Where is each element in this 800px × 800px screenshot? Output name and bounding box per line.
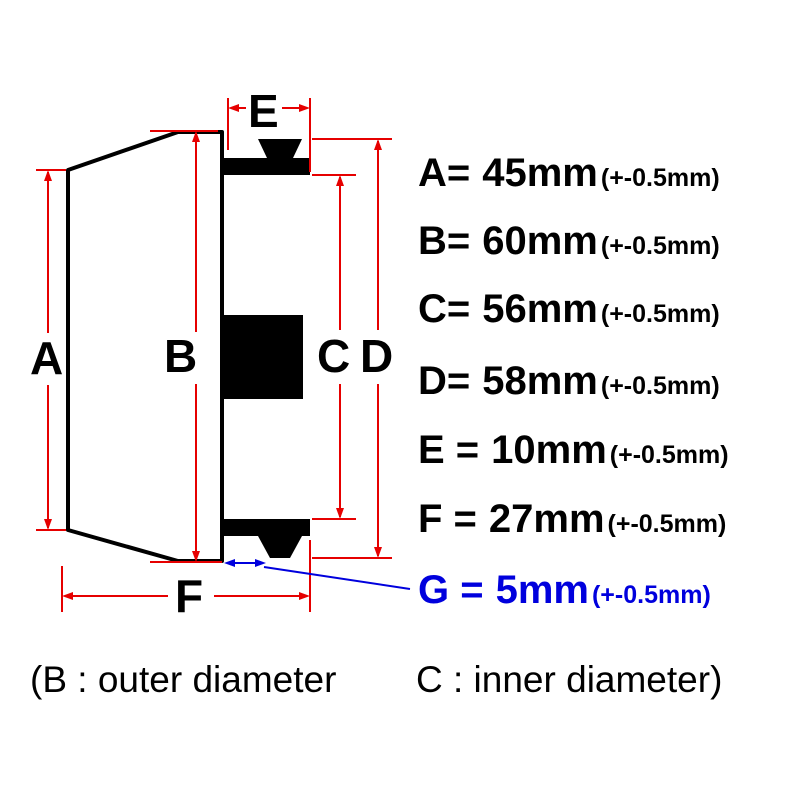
drawing-label-a: A	[30, 332, 64, 384]
dimension-letter: D=	[418, 359, 471, 403]
cap-outline	[66, 130, 224, 563]
top-tab-bar	[222, 158, 310, 175]
dimension-value: 45mm	[482, 151, 598, 195]
dimension-line-e	[227, 98, 311, 172]
retention-tabs	[222, 139, 310, 558]
dimension-letter: C=	[418, 287, 471, 331]
dimension-letter: F =	[418, 497, 477, 541]
dimension-line-d	[312, 138, 392, 559]
drawing-label-c: C	[317, 330, 351, 382]
dimension-value: 58mm	[482, 359, 598, 403]
dimension-letter: A=	[418, 151, 471, 195]
dimension-value: 27mm	[488, 497, 605, 541]
dimension-row-f: F = 27mm (+-0.5mm)	[418, 499, 726, 539]
drawing-label-b: B	[164, 330, 198, 382]
dimension-line-a	[36, 169, 66, 531]
dimension-line-b	[150, 130, 222, 563]
dimension-tolerance: (+-0.5mm)	[600, 300, 720, 328]
dimension-tolerance: (+-0.5mm)	[600, 372, 720, 400]
dimension-line-f	[61, 540, 311, 612]
dimension-row-c: C= 56mm (+-0.5mm)	[418, 289, 720, 329]
dimension-row-g: G = 5mm (+-0.5mm)	[418, 570, 711, 610]
dimension-value: 10mm	[491, 428, 607, 472]
dimension-row-a: A= 45mm (+-0.5mm)	[418, 153, 720, 193]
drawing-label-f: F	[175, 570, 204, 622]
dimension-row-e: E = 10mm (+-0.5mm)	[418, 430, 729, 470]
dimension-tolerance: (+-0.5mm)	[600, 232, 720, 260]
dimension-letter: E =	[418, 428, 480, 472]
dimension-lines	[36, 98, 392, 612]
drawing-label-d: D	[360, 330, 394, 382]
top-tab-hook	[258, 139, 302, 158]
dimension-value: 56mm	[482, 287, 598, 331]
dimension-letter: G =	[418, 568, 484, 612]
dimension-line-g	[224, 559, 411, 590]
dimension-tolerance: (+-0.5mm)	[609, 441, 729, 469]
dimension-value: 60mm	[482, 219, 598, 263]
dimension-tolerance: (+-0.5mm)	[600, 164, 720, 192]
g-leader-line	[263, 566, 411, 590]
dimension-tolerance: (+-0.5mm)	[591, 581, 711, 609]
bottom-tab-hook	[258, 536, 302, 558]
dimension-value: 5mm	[495, 568, 589, 612]
dimension-letter: B=	[418, 219, 471, 263]
middle-tab-block	[222, 315, 303, 399]
dimension-row-b: B= 60mm (+-0.5mm)	[418, 221, 720, 261]
legend-outer-diameter: (B : outer diameter	[30, 659, 337, 700]
dimension-line-c	[312, 174, 356, 520]
dimension-tolerance: (+-0.5mm)	[607, 510, 727, 538]
legend-inner-diameter: C : inner diameter)	[416, 659, 723, 700]
drawing-label-e: E	[248, 85, 279, 137]
bottom-tab-bar	[222, 519, 310, 536]
dimension-row-d: D= 58mm (+-0.5mm)	[418, 361, 720, 401]
